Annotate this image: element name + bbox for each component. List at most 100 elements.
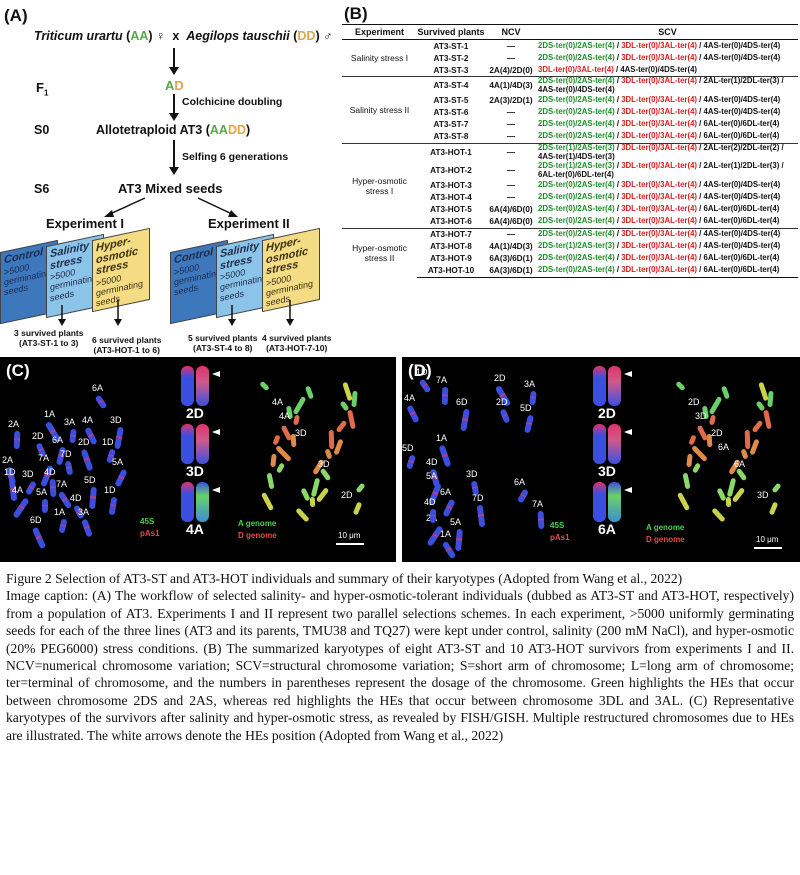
scv-2ds-2as: 2DS-ter(0)/2AS-ter(4): [538, 76, 615, 85]
scv-2ds-2as: 2DS-ter(1)/2AS-ter(3): [538, 241, 615, 251]
chromosome: [196, 482, 209, 522]
ncv-cell: 6A(3)/6D(1): [489, 254, 533, 264]
chromosome-label: 3D: [22, 469, 34, 479]
chromosome-label: 5A: [112, 457, 124, 467]
s0-text: Allotetraploid AT3 (AADD): [96, 123, 251, 137]
enlarged-chromosome-pair: [178, 365, 220, 407]
chromosome: [352, 501, 363, 516]
scv-3dl-3al: 3DL-ter(0)/3AL-ter(4): [621, 192, 697, 202]
scv-2ds-2as: 2DS-ter(0)/2AS-ter(4): [538, 95, 615, 105]
chromosome: [181, 424, 194, 464]
scv-3dl-3al: 3DL-ter(0)/3AL-ter(4): [538, 64, 614, 74]
arrow-line: [173, 48, 175, 68]
chromosome-label: 3A: [64, 417, 76, 427]
scv-2ds-2as: 2DS-ter(0)/2AS-ter(4): [538, 131, 615, 141]
metaphase-chromosome-label: 6A: [734, 459, 746, 469]
chromosome: [516, 488, 530, 504]
arrow-head: [169, 113, 179, 121]
chromosome: [608, 424, 621, 464]
scv-3dl-3al: 3DL-ter(0)/3AL-ter(4): [621, 95, 697, 105]
plant-cell: AT3-ST-4: [417, 75, 485, 95]
chromosome: [295, 507, 310, 523]
result-4: 4 survived plants(AT3-HOT-7-10): [262, 333, 332, 353]
scv-other: 6AL-ter(0)/6DL-ter(4): [703, 265, 780, 275]
chromosome-label: 4A: [12, 485, 24, 495]
chromosome: [315, 487, 330, 503]
chromosome: [64, 460, 74, 476]
parent1-name: Triticum urartu: [34, 29, 123, 43]
ncv-cell: —: [506, 193, 516, 203]
ncv-cell: —: [485, 227, 537, 241]
header-scv: SCV: [537, 24, 798, 40]
metaphase-chromosome-label: 2D: [688, 397, 700, 407]
scv-3dl-3al: 3DL-ter(0)/3AL-ter(4): [621, 40, 697, 50]
chromosome-label: 7D: [60, 449, 72, 459]
panel-c-label: (C): [6, 361, 30, 380]
experiment-2-label: Experiment II: [208, 216, 290, 231]
chromosome: [80, 448, 94, 472]
table-row: AT3-ST-8—2DS-ter(0)/2AS-ter(4) / 3DL-ter…: [342, 131, 798, 144]
metaphase-chromosome-label: 3D: [295, 428, 307, 438]
chromosome: [114, 426, 124, 450]
scv-cell: 2DS-ter(1)/2AS-ter(3) / 3DL-ter(0)/3AL-t…: [538, 160, 784, 179]
scv-cell: 2DS-ter(0)/2AS-ter(4) / 3DL-ter(0)/3AL-t…: [538, 40, 781, 50]
table-row: AT3-ST-6—2DS-ter(0)/2AS-ter(4) / 3DL-ter…: [342, 107, 798, 119]
scv-other: 6AL-ter(0)/6DL-ter(4): [703, 131, 780, 141]
legend-45s: 45S: [550, 521, 565, 530]
header-survived: Survived plants: [417, 24, 485, 40]
chromosome-label: 7A: [532, 499, 544, 509]
chromosome: [196, 424, 209, 464]
plant-cell: AT3-ST-3: [433, 65, 469, 75]
scv-other: 6AL-ter(0)/6DL-ter(4): [703, 216, 780, 226]
scv-2ds-2as: 2DS-ter(0)/2AS-ter(4): [538, 253, 615, 263]
scale-bar-label: 10 μm: [338, 531, 361, 540]
chromosome: [749, 438, 760, 456]
chromosome: [181, 482, 194, 522]
experiment-cell: Salinity stress II: [342, 76, 417, 144]
chromosome-label: 1D: [4, 467, 16, 477]
chromosome: [196, 366, 209, 406]
chromosome-label: 2D: [494, 373, 506, 383]
chromosome: [725, 496, 732, 508]
metaphase-chromosome-label: 2D: [711, 428, 723, 438]
chromosome-label: 2D: [78, 437, 90, 447]
experiment-cell: Hyper-osmotic stress I: [342, 142, 417, 229]
metaphase-chromosome-label: 3D: [695, 411, 707, 421]
legend-45s: 45S: [140, 517, 155, 526]
chromosome: [324, 448, 333, 460]
chromosome-label: 6D: [456, 397, 468, 407]
header-experiment: Experiment: [342, 24, 417, 40]
scv-cell: 2DS-ter(0)/2AS-ter(4) / 3DL-ter(0)/3AL-t…: [538, 180, 781, 190]
ncv-cell: 2A(3)/2D(1): [489, 96, 533, 106]
scv-2ds-2as: 2DS-ter(0)/2AS-ter(4): [538, 192, 615, 202]
scv-cell: 2DS-ter(0)/2AS-ter(4) / 3DL-ter(0)/3AL-t…: [538, 119, 780, 129]
scv-other: 4AS-ter(0)/4DS-ter(4): [703, 229, 781, 239]
he-arrow-icon: [212, 371, 220, 377]
he-arrow-icon: [624, 371, 632, 377]
scv-2ds-2as: 2DS-ter(0)/2AS-ter(4): [538, 229, 615, 239]
table-row: AT3-HOT-4—2DS-ter(0)/2AS-ter(4) / 3DL-te…: [342, 192, 798, 204]
chromosome-label: 1D: [416, 367, 428, 377]
scv-2ds-2as: 2DS-ter(0)/2AS-ter(4): [538, 204, 615, 214]
table-row: AT3-ST-7—2DS-ter(0)/2AS-ter(4) / 3DL-ter…: [342, 119, 798, 131]
panel-d-micrograph: (D) 1D7A2D3A4A6D2D5D1A5D4D5A3D6A7D6A7A2A…: [402, 357, 800, 562]
chromosome: [708, 396, 723, 415]
scv-3dl-3al: 3DL-ter(0)/3AL-ter(4): [621, 216, 697, 226]
ncv-cell: 4A(1)/4D(3): [485, 75, 537, 95]
chromosome-label: 1A: [436, 433, 448, 443]
scv-3dl-3al: 3DL-ter(0)/3AL-ter(4): [621, 253, 697, 263]
chromosome: [751, 419, 764, 434]
chromosome: [720, 385, 731, 400]
scv-3dl-3al: 3DL-ter(0)/3AL-ter(4): [621, 180, 697, 190]
chromosome-label: 5D: [520, 403, 532, 413]
chromosome: [266, 472, 275, 490]
scv-cell: 2DS-ter(0)/2AS-ter(4) / 3DL-ter(0)/3AL-t…: [537, 264, 798, 278]
chromosome: [735, 467, 748, 482]
scv-2ds-2as: 2DS-ter(0)/2AS-ter(4): [538, 40, 615, 50]
chromosome: [768, 501, 779, 516]
scv-other: 2AL-ter(1)/2DL-ter(3) / 4AS-ter(0)/4DS-t…: [538, 76, 784, 94]
